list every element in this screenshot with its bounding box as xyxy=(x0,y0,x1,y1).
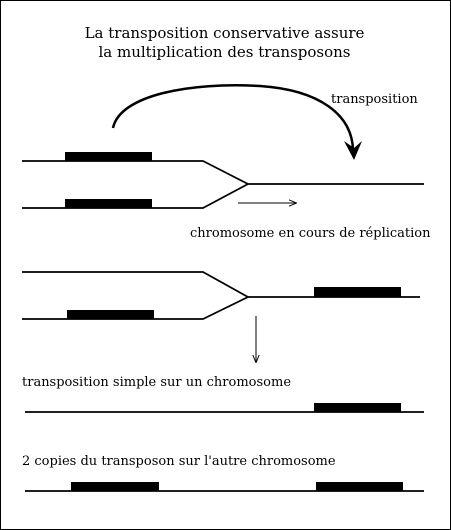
stage1-upper-strand xyxy=(22,160,249,185)
stage2-upper-strand xyxy=(22,271,249,298)
simple-transposition-label: transposition simple sur un chromosome xyxy=(22,375,292,390)
transposition-arrowhead xyxy=(344,141,362,160)
copy-transposon-left xyxy=(71,482,159,491)
copy-transposon-right xyxy=(316,482,403,491)
stage2-transposon-lower xyxy=(67,310,154,319)
transposition-label: transposition xyxy=(331,92,418,107)
replication-label: chromosome en cours de réplication xyxy=(190,226,431,241)
simple-transposon xyxy=(314,403,401,412)
stage1-transposon-upper xyxy=(65,152,152,161)
stage2-transposon-inserted xyxy=(314,287,401,297)
two-copies-label: 2 copies du transposon sur l'autre chrom… xyxy=(22,454,336,469)
title-line-2: la multiplication des transposons xyxy=(98,43,351,61)
transposition-curved-arrow xyxy=(111,84,355,151)
title-line-1: La transposition conservative assure xyxy=(84,24,365,42)
stage1-transposon-lower xyxy=(65,199,152,208)
